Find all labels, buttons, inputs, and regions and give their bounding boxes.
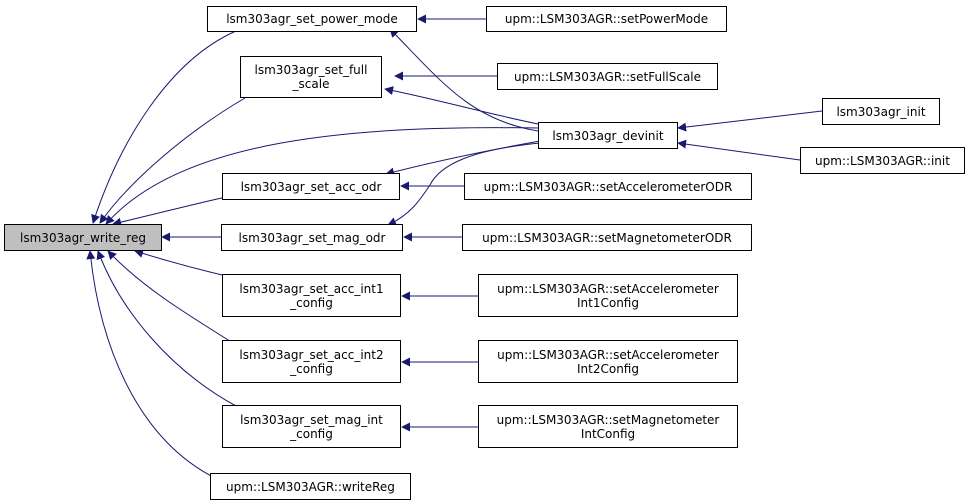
edge-devinit-to-set-full-scale bbox=[384, 86, 539, 125]
node-label-line1: upm::LSM303AGR::setMagnetometer bbox=[496, 412, 720, 427]
node-lsm303agr-devinit[interactable]: lsm303agr_devinit bbox=[538, 122, 678, 149]
node-label-line1: lsm303agr_set_mag_int bbox=[240, 412, 383, 427]
edge-devinit-to-set-mag-odr bbox=[387, 142, 541, 226]
node-lsm303agr-set-full-scale[interactable]: lsm303agr_set_full _scale bbox=[240, 56, 382, 98]
node-label-line1: lsm303agr_set_acc_int1 bbox=[239, 281, 384, 296]
node-label: upm::LSM303AGR::setMagnetometerODR bbox=[482, 230, 732, 245]
node-upm-setMagnetometerODR[interactable]: upm::LSM303AGR::setMagnetometerODR bbox=[462, 224, 752, 251]
node-lsm303agr-set-acc-int2-config[interactable]: lsm303agr_set_acc_int2 _config bbox=[222, 340, 401, 383]
node-lsm303agr-write-reg: lsm303agr_write_reg bbox=[4, 224, 162, 251]
node-label: lsm303agr_write_reg bbox=[20, 230, 146, 245]
node-label: lsm303agr_set_power_mode bbox=[226, 12, 398, 26]
edge-devinit-to-set-acc-odr bbox=[385, 140, 541, 177]
edge-devinit-to-write-reg bbox=[105, 127, 539, 225]
node-lsm303agr-set-power-mode[interactable]: lsm303agr_set_power_mode bbox=[207, 6, 417, 32]
node-label: upm::LSM303AGR::init bbox=[815, 153, 950, 168]
node-label-line2: _scale bbox=[292, 77, 330, 91]
node-lsm303agr-init[interactable]: lsm303agr_init bbox=[822, 98, 940, 125]
node-upm-writeReg[interactable]: upm::LSM303AGR::writeReg bbox=[210, 473, 411, 500]
node-label: upm::LSM303AGR::setPowerMode bbox=[504, 12, 709, 26]
node-lsm303agr-set-acc-odr[interactable]: lsm303agr_set_acc_odr bbox=[222, 173, 400, 200]
node-label-line1: lsm303agr_set_acc_int2 bbox=[239, 347, 384, 362]
node-label: lsm303agr_set_mag_odr bbox=[238, 230, 386, 245]
node-label-line2: _config bbox=[290, 361, 333, 376]
node-upm-setMagnetometerIntConfig[interactable]: upm::LSM303AGR::setMagnetometer IntConfi… bbox=[478, 405, 738, 448]
edge-writeReg-to-write-reg bbox=[86, 250, 216, 479]
node-label: upm::LSM303AGR::writeReg bbox=[226, 479, 395, 494]
node-upm-init[interactable]: upm::LSM303AGR::init bbox=[800, 147, 965, 174]
node-label-line2: _config bbox=[290, 426, 333, 441]
edge-set-acc-int1-to-write-reg bbox=[134, 249, 236, 279]
edge-devinit-to-set-power-mode bbox=[389, 28, 539, 132]
edge-set-mag-int-to-write-reg bbox=[96, 250, 237, 407]
edge-set-power-mode-to-write-reg bbox=[91, 30, 237, 224]
node-upm-setAccelerometerInt1Config[interactable]: upm::LSM303AGR::setAccelerometer Int1Con… bbox=[478, 274, 738, 317]
edge-set-full-scale-to-write-reg bbox=[99, 97, 246, 224]
node-lsm303agr-set-mag-odr[interactable]: lsm303agr_set_mag_odr bbox=[221, 224, 403, 251]
node-upm-setAccelerometerInt2Config[interactable]: upm::LSM303AGR::setAccelerometer Int2Con… bbox=[478, 340, 738, 383]
node-label-line2: Int1Config bbox=[577, 295, 639, 310]
node-upm-setFullScale[interactable]: upm::LSM303AGR::setFullScale bbox=[497, 63, 718, 90]
node-lsm303agr-set-mag-int-config[interactable]: lsm303agr_set_mag_int _config bbox=[222, 405, 401, 448]
edge-set-acc-int2-to-write-reg bbox=[107, 250, 234, 344]
node-label: upm::LSM303AGR::setAccelerometerODR bbox=[483, 179, 733, 194]
edge-set-acc-odr-to-write-reg bbox=[112, 196, 227, 227]
node-label-line1: upm::LSM303AGR::setAccelerometer bbox=[497, 281, 719, 296]
node-label-line2: Int2Config bbox=[577, 361, 639, 376]
node-label: lsm303agr_set_acc_odr bbox=[240, 179, 382, 194]
edge-init-cpp-to-devinit bbox=[677, 139, 801, 161]
node-label-line2: IntConfig bbox=[580, 426, 636, 441]
node-label-line1: upm::LSM303AGR::setAccelerometer bbox=[497, 347, 719, 362]
edge-init-c-to-devinit bbox=[677, 110, 823, 132]
node-upm-setAccelerometerODR[interactable]: upm::LSM303AGR::setAccelerometerODR bbox=[464, 173, 752, 200]
node-label-line1: lsm303agr_set_full bbox=[254, 63, 368, 77]
node-label: lsm303agr_devinit bbox=[552, 128, 664, 143]
node-label-line2: _config bbox=[290, 295, 333, 310]
node-label: lsm303agr_init bbox=[836, 104, 926, 119]
node-lsm303agr-set-acc-int1-config[interactable]: lsm303agr_set_acc_int1 _config bbox=[222, 274, 401, 317]
node-label: upm::LSM303AGR::setFullScale bbox=[513, 69, 702, 84]
node-upm-setPowerMode[interactable]: upm::LSM303AGR::setPowerMode bbox=[486, 6, 727, 32]
